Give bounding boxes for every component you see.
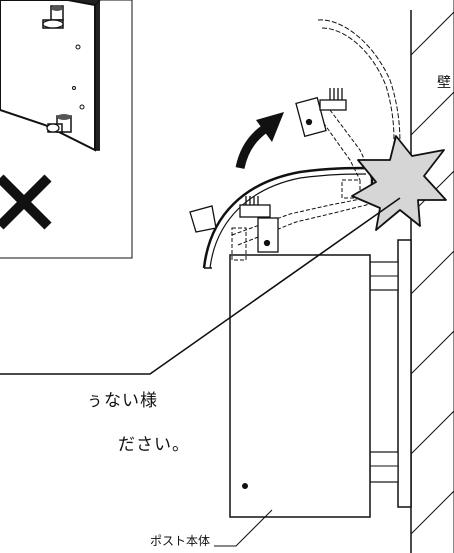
lid-arm <box>231 109 373 261</box>
hinge-upper <box>295 88 347 138</box>
inset-panel <box>0 0 133 259</box>
collision-burst-icon <box>351 135 447 231</box>
post-body <box>229 254 371 518</box>
screw-bottom <box>46 114 72 133</box>
cross-icon <box>0 174 52 230</box>
caution-text-line-1: ぅない様 <box>86 391 158 411</box>
plate-edge <box>68 0 100 150</box>
wall-label: 壁 <box>437 75 451 91</box>
callout-leader <box>0 197 401 375</box>
wall-bracket <box>369 239 412 508</box>
body-label-leader <box>214 509 273 547</box>
post-body-label: ポスト本体 <box>150 534 211 548</box>
curved-arrow-icon <box>235 112 284 170</box>
lid-tab <box>189 205 217 233</box>
screw-top <box>42 5 64 29</box>
body-dot <box>242 483 248 489</box>
post-lid <box>189 166 374 269</box>
hinge-lower <box>239 196 279 253</box>
lid-open-ghost-inner <box>321 27 395 169</box>
caution-text-line-2: ださい。 <box>118 435 190 455</box>
